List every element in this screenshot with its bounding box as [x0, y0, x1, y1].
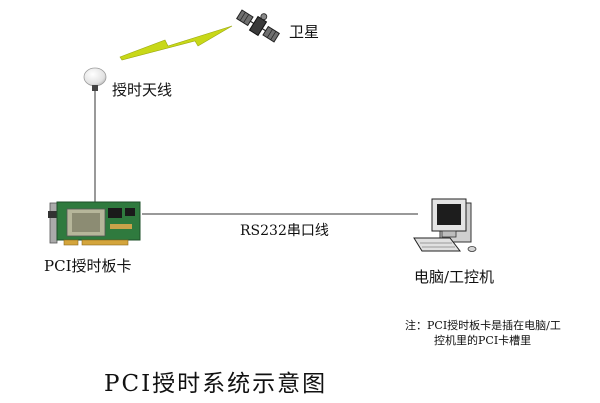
satellite-icon	[236, 9, 280, 43]
satellite-label: 卫星	[289, 23, 320, 41]
lightning-bolt-icon	[119, 25, 233, 61]
note-line-2: 控机里的PCI卡槽里	[434, 334, 532, 347]
pci-card-label: PCI授时板卡	[44, 257, 132, 275]
gps-antenna-icon	[83, 67, 107, 91]
antenna-label: 授时天线	[112, 81, 173, 99]
note-line-1: 注：PCI授时板卡是插在电脑/工	[405, 319, 561, 332]
serial-line-label: RS232串口线	[240, 223, 329, 239]
pci-card-icon	[48, 201, 141, 246]
diagram-title: PCI授时系统示意图	[104, 371, 328, 397]
computer-label: 电脑/工控机	[414, 268, 495, 286]
note: 注：PCI授时板卡是插在电脑/工 控机里的PCI卡槽里	[405, 318, 595, 348]
computer-icon	[413, 198, 477, 252]
